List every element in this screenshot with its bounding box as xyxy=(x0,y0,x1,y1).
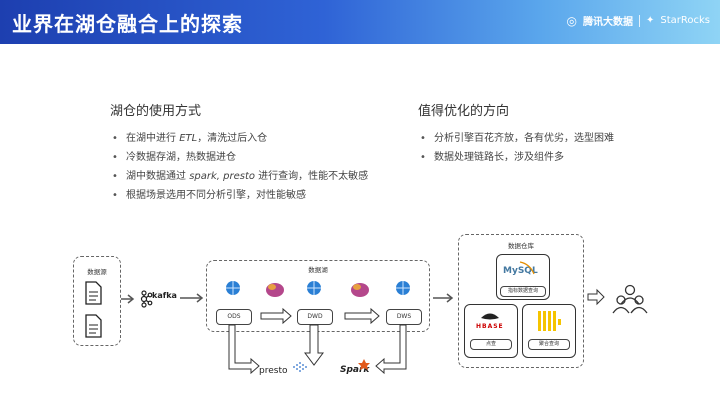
iceberg-icon xyxy=(226,281,240,295)
aggregate-caption: 聚合查询 xyxy=(528,339,570,350)
right-item: 分析引擎百花齐放，各有优劣，选型困难 xyxy=(418,129,614,148)
spark-arrow xyxy=(375,324,407,375)
flow-arrow xyxy=(587,288,605,306)
flink-icon xyxy=(266,283,284,297)
layer-arrow xyxy=(260,307,292,325)
right-heading: 值得优化的方向 xyxy=(418,104,510,119)
logo-separator xyxy=(638,14,640,27)
logo-group: ◎ 腾讯大数据 ✦ StarRocks xyxy=(566,13,711,29)
mysql-dolphin-icon xyxy=(519,261,535,275)
left-item: 根据场景选用不同分析引擎，对性能敏感 xyxy=(110,186,368,205)
page-title: 业界在湖仓融合上的探索 xyxy=(12,12,243,36)
data-source-label: 数据源 xyxy=(87,268,107,276)
document-icon xyxy=(85,314,102,338)
kafka-label: kafka xyxy=(152,291,177,300)
data-warehouse-label: 数据仓库 xyxy=(508,242,534,250)
kafka-icon xyxy=(140,290,153,308)
logo-tencent-text: 腾讯大数据 xyxy=(582,17,633,28)
dwd-down-arrow xyxy=(304,324,324,366)
presto-arrow xyxy=(228,324,260,375)
right-item: 数据处理链路长，涉及组件多 xyxy=(418,148,614,167)
hbase-orca-icon xyxy=(481,313,499,320)
iceberg-icon xyxy=(396,281,410,295)
flow-arrow xyxy=(433,293,454,303)
mysql-caption: 指标数据查询 xyxy=(500,286,546,297)
mysql-logo: MySQL xyxy=(503,266,538,276)
presto-label: presto xyxy=(259,366,288,376)
left-list: 在湖中进行 ETL，清洗过后入仓 冷数据存湖，热数据进仓 湖中数据通过 spar… xyxy=(110,129,368,205)
left-item: 湖中数据通过 spark, presto 进行查询，性能不太敏感 xyxy=(110,167,368,186)
spark-label: Spark xyxy=(340,365,370,375)
right-list: 分析引擎百花齐放，各有优劣，选型困难 数据处理链路长，涉及组件多 xyxy=(418,129,614,167)
flink-icon xyxy=(351,283,369,297)
hbase-logo: HBASE xyxy=(476,323,504,330)
left-heading: 湖仓的使用方式 xyxy=(110,104,202,119)
left-column: 湖仓的使用方式 在湖中进行 ETL，清洗过后入仓 冷数据存湖，热数据进仓 湖中数… xyxy=(110,100,368,205)
document-icon xyxy=(85,281,102,305)
spark-star-icon xyxy=(358,359,370,370)
left-item: 在湖中进行 ETL，清洗过后入仓 xyxy=(110,129,368,148)
flow-arrow xyxy=(180,293,204,303)
tencent-cloud-icon: ◎ xyxy=(566,13,577,28)
data-source-box xyxy=(73,256,121,346)
layer-arrow xyxy=(344,307,380,325)
data-warehouse-box xyxy=(458,234,584,368)
left-item: 冷数据存湖，热数据进仓 xyxy=(110,148,368,167)
clickhouse-icon xyxy=(538,311,561,331)
users-icon xyxy=(612,284,648,314)
header-bar: 业界在湖仓融合上的探索 ◎ 腾讯大数据 ✦ StarRocks xyxy=(0,0,720,44)
hbase-caption: 点查 xyxy=(470,339,512,350)
iceberg-icon xyxy=(307,281,321,295)
presto-icon xyxy=(293,362,307,372)
starrocks-icon: ✦ xyxy=(645,15,655,26)
logo-starrocks-text: StarRocks xyxy=(660,15,710,26)
flow-arrow xyxy=(121,294,135,304)
right-column: 值得优化的方向 分析引擎百花齐放，各有优劣，选型困难 数据处理链路长，涉及组件多 xyxy=(418,100,614,167)
data-lake-label: 数据湖 xyxy=(308,266,328,274)
